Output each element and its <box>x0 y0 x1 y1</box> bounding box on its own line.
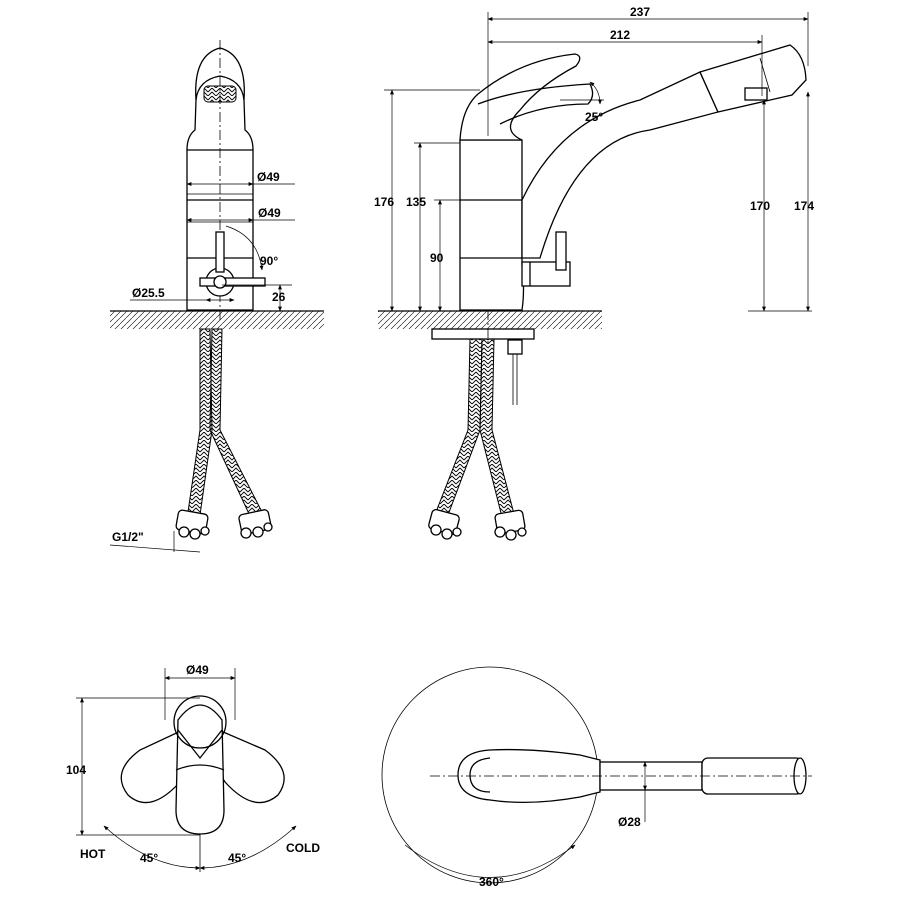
side-height-176-label: 176 <box>374 195 394 209</box>
side-width-237-label: 237 <box>630 5 650 19</box>
front-counter <box>110 311 324 329</box>
top-angle-right-label: 45° <box>228 851 246 865</box>
side-lever <box>459 53 581 141</box>
front-angle-label: 90° <box>260 254 278 268</box>
side-spout <box>521 71 719 259</box>
rotation-dia-28-label: Ø28 <box>618 815 641 829</box>
front-dia-upper-label: Ø49 <box>257 170 280 184</box>
side-counter <box>378 311 602 329</box>
front-view: Ø49 Ø49 90° Ø25.5 26 G1/2" <box>109 40 324 553</box>
top-dia-label: Ø49 <box>186 663 209 677</box>
side-faucet-body <box>459 139 525 311</box>
side-height-90-label: 90 <box>430 251 444 265</box>
side-angle-25-label: 25° <box>585 110 603 124</box>
side-fitting-left <box>428 508 462 540</box>
side-hose-right <box>479 338 515 518</box>
top-cold-label: COLD <box>286 841 320 855</box>
top-hot-label: HOT <box>80 847 106 861</box>
front-fitting-right <box>238 509 273 539</box>
rotation-view: 360° Ø28 <box>381 666 812 889</box>
front-dia-base-label: Ø25.5 <box>132 286 165 300</box>
top-angle-left-label: 45° <box>140 851 158 865</box>
front-hose-left <box>187 328 213 516</box>
front-height-26-label: 26 <box>272 290 286 304</box>
side-height-170-label: 170 <box>750 199 770 213</box>
top-handle <box>175 704 225 835</box>
side-height-135-label: 135 <box>406 195 426 209</box>
front-hose-right <box>209 328 263 517</box>
top-view: Ø49 104 HOT COLD 45° 45° <box>66 663 320 872</box>
side-mount-plate <box>431 328 535 340</box>
front-dia-lower-label: Ø49 <box>258 206 281 220</box>
rotation-label: 360° <box>479 875 504 889</box>
front-thread-label: G1/2" <box>112 530 144 544</box>
front-fitting-left <box>175 509 210 540</box>
side-hose-left <box>435 338 483 516</box>
side-spout-head <box>699 44 807 113</box>
top-height-104-label: 104 <box>66 763 86 777</box>
side-view: 237 212 25° 176 135 90 170 174 <box>374 5 814 541</box>
side-width-212-label: 212 <box>610 28 630 42</box>
side-fitting-right <box>494 509 527 541</box>
side-height-174-label: 174 <box>794 199 814 213</box>
